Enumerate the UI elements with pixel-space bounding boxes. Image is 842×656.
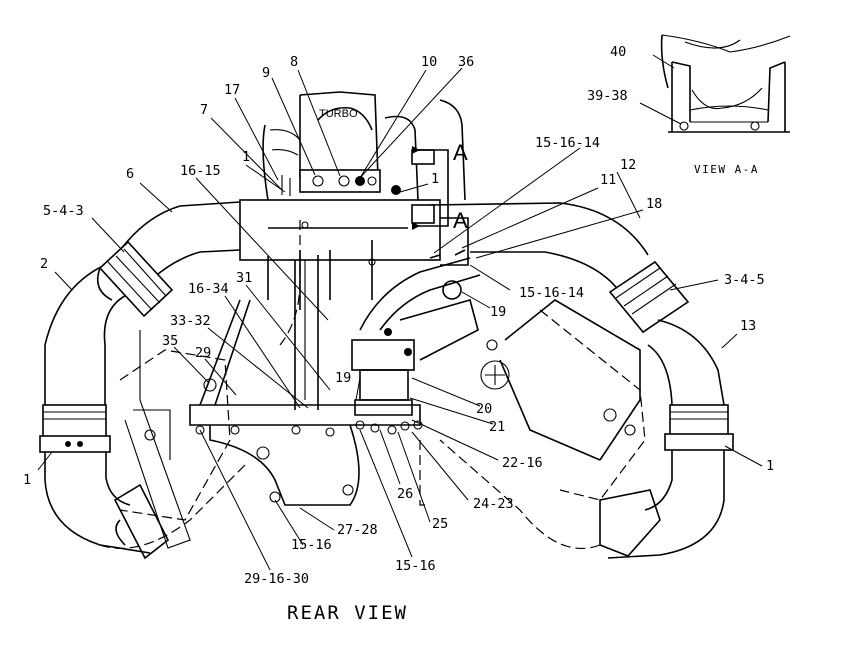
callout-label: 1	[431, 171, 439, 187]
callout-label: 16-34	[188, 281, 229, 297]
callout-label: 10	[421, 54, 437, 70]
callout-label: 31	[236, 270, 252, 286]
callout-label: 7	[200, 102, 208, 118]
callout-label: 3-4-5	[724, 272, 765, 288]
callout-label: 22-16	[502, 455, 543, 471]
center-bracket	[189, 255, 421, 506]
turbocharger	[262, 91, 466, 224]
oil-line	[351, 249, 481, 435]
section-marker-lower: A	[453, 208, 468, 233]
callout-label: 1	[242, 149, 250, 165]
callout-label: 17	[224, 82, 240, 98]
callout-label: 25	[432, 516, 448, 532]
right-elbow-pipe	[429, 202, 734, 559]
callout-label: 2	[40, 256, 48, 272]
callout-label: 20	[476, 401, 492, 417]
inset-title: VIEW A-A	[694, 163, 759, 176]
callout-label: 29	[195, 345, 211, 361]
callout-labels: 10 36 8 9 17 7 15-16-14 11 12 18 6 16-15…	[23, 44, 774, 587]
right-aftercooler-block	[480, 299, 661, 557]
callout-label: 26	[397, 486, 413, 502]
hidden-lines	[99, 220, 601, 549]
callout-label: 1	[766, 458, 774, 474]
callout-label: 5-4-3	[43, 203, 84, 219]
left-hose-clamp	[96, 240, 174, 318]
callout-label: 15-16-14	[519, 285, 584, 301]
left-aftercooler-block	[113, 330, 231, 560]
section-marker-upper: A	[453, 140, 468, 165]
callout-label: 16-15	[180, 163, 221, 179]
callout-label: 39-38	[587, 88, 628, 104]
callout-label: 1	[23, 472, 31, 488]
inset-view-a-a	[639, 34, 791, 133]
callout-label: 19	[490, 304, 506, 320]
diagram-title: REAR VIEW	[287, 602, 408, 624]
leader-lines	[37, 67, 763, 571]
callout-label: 13	[740, 318, 756, 334]
callout-label: 36	[458, 54, 474, 70]
callout-label: 15-16	[395, 558, 436, 574]
section-marker-arrows	[412, 146, 449, 230]
callout-label: 11	[600, 172, 616, 188]
turbo-label: TURBO	[319, 108, 358, 120]
callout-label: 27-28	[337, 522, 378, 538]
turbo-label-group: TURBO	[319, 108, 358, 120]
callout-label: 12	[620, 157, 636, 173]
callout-label: 15-16	[291, 537, 332, 553]
callout-label: 8	[290, 54, 298, 70]
callout-label: 6	[126, 166, 134, 182]
callout-label: 29-16-30	[244, 571, 309, 587]
callout-label: 18	[646, 196, 662, 212]
callout-label: 15-16-14	[535, 135, 600, 151]
callout-label: 40	[610, 44, 626, 60]
callout-label: 24-23	[473, 496, 514, 512]
callout-label: 9	[262, 65, 270, 81]
callout-label: 33-32	[170, 313, 211, 329]
callout-label: 19	[335, 370, 351, 386]
callout-label: 35	[162, 333, 178, 349]
exhaust-manifold	[239, 199, 469, 310]
callout-label: 21	[489, 419, 505, 435]
